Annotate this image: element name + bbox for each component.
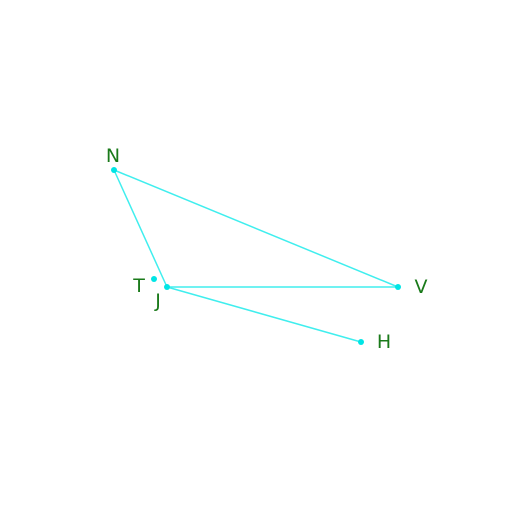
point-label-T: T: [132, 275, 145, 297]
labels-layer: N TJ V H: [106, 145, 428, 353]
point-J: [164, 284, 170, 290]
point-label-J: J: [154, 290, 161, 312]
point-N: [111, 167, 117, 173]
segments-layer: [113, 169, 399, 343]
point-H: [358, 339, 364, 345]
segment-NV: [113, 169, 399, 288]
point-label-N: N: [106, 145, 120, 167]
points-layer: [111, 167, 401, 345]
point-T: [151, 276, 157, 282]
point-label-V: V: [415, 276, 428, 298]
segment-NJ: [113, 169, 168, 288]
point-label-H: H: [377, 331, 391, 353]
point-V: [395, 284, 401, 290]
segment-JH: [166, 286, 362, 343]
